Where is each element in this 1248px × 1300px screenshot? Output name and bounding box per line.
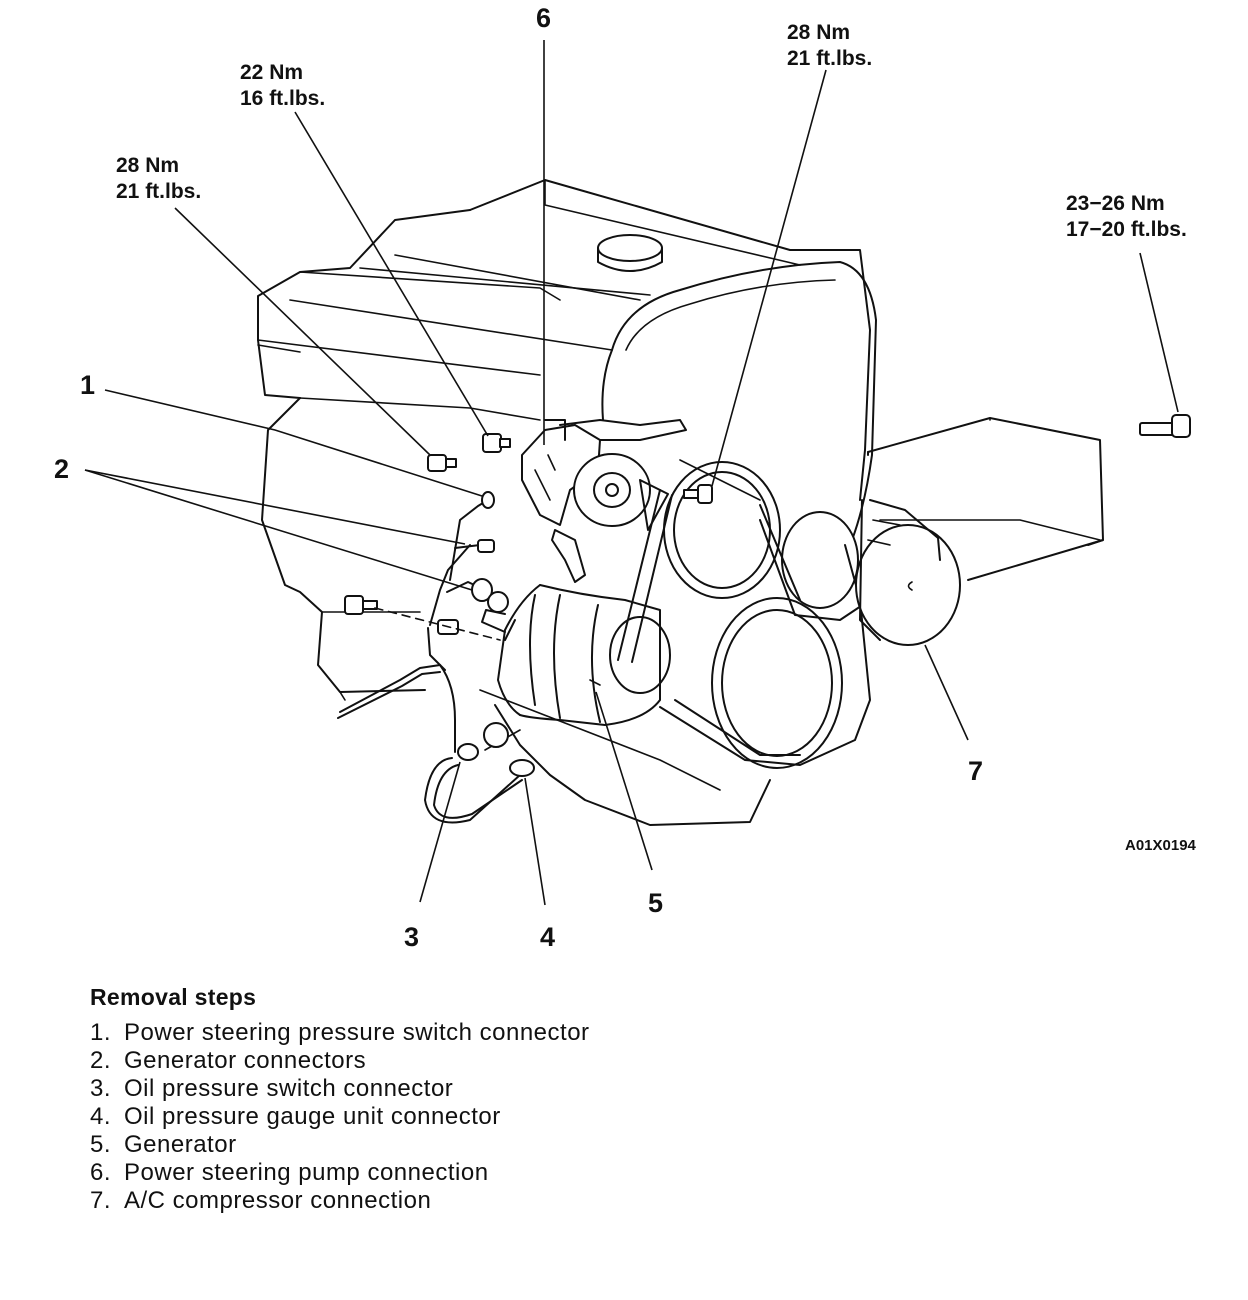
callout-7: 7 [968,756,983,786]
callout-numbers: 1 2 3 4 5 6 7 [54,3,983,952]
leader-line-torque-28-right [711,69,827,487]
timing-belt-cover [601,261,877,541]
step-number: 6. [90,1159,112,1186]
leader-line-7 [924,644,969,741]
removal-steps: Removal steps 1. Power steering pressure… [90,984,710,1215]
step-text: Generator connectors [124,1047,367,1074]
leader-line-4 [524,777,546,906]
figure-code: A01X0194 [1125,837,1197,854]
pulleys-and-belts [609,459,871,769]
power-steering-pump [521,419,687,583]
callout-3: 3 [404,922,419,952]
step-text: A/C compressor connection [124,1187,432,1214]
list-item: 1. Power steering pressure switch connec… [90,1019,710,1047]
torque-21ftlbs-left: 21 ft.lbs. [116,180,201,203]
torque-28nm-left: 28 Nm [116,154,179,177]
step-number: 4. [90,1103,112,1130]
callout-4: 4 [540,922,555,952]
step-text: Oil pressure switch connector [124,1075,454,1102]
step-text: Generator [124,1131,237,1158]
torque-21ftlbs-right: 21 ft.lbs. [787,47,872,70]
callout-5: 5 [648,888,663,918]
engine-block [257,179,871,826]
oil-filler-cap [597,234,663,272]
list-item: 7. A/C compressor connection [90,1187,710,1215]
generator [481,584,661,726]
leader-line-torque-23-26 [1139,252,1179,413]
callout-6: 6 [536,3,551,33]
removal-steps-title: Removal steps [90,984,257,1010]
leader-line-5 [595,691,653,871]
bolt-icon [427,454,457,472]
list-item: 5. Generator [90,1131,710,1159]
leader-line-3 [419,761,461,903]
bolt-icon [482,433,511,453]
leader-line-2a [84,469,466,545]
leader-lines [84,40,1179,906]
step-number: 5. [90,1131,112,1158]
list-item: 4. Oil pressure gauge unit connector [90,1103,710,1131]
ac-compressor [855,499,961,646]
bolt-icon [344,595,378,615]
step-text: Oil pressure gauge unit connector [124,1103,501,1130]
leader-line-1 [104,389,483,497]
step-text: Power steering pressure switch connector [124,1019,590,1046]
removal-steps-list: 1. Power steering pressure switch connec… [90,1019,710,1215]
leader-line-torque-28-left [174,207,431,456]
step-number: 2. [90,1047,112,1074]
wiring-harness [337,491,535,824]
step-number: 1. [90,1019,112,1046]
torque-16ftlbs: 16 ft.lbs. [240,87,325,110]
torque-23-26nm: 23−26 Nm [1066,192,1165,215]
torque-17-20ftlbs: 17−20 ft.lbs. [1066,218,1187,241]
torque-22nm: 22 Nm [240,61,303,84]
step-number: 7. [90,1187,112,1214]
list-item: 2. Generator connectors [90,1047,710,1075]
bolt-icon [683,484,713,504]
torque-labels: 28 Nm 21 ft.lbs. 22 Nm 16 ft.lbs. 28 Nm … [116,21,1187,241]
callout-1: 1 [80,370,95,400]
step-text: Power steering pump connection [124,1159,489,1186]
bolt-group [344,414,1191,641]
step-number: 3. [90,1075,112,1102]
list-item: 3. Oil pressure switch connector [90,1075,710,1103]
leader-line-torque-22 [294,111,489,437]
bolt-icon [1139,414,1191,438]
callout-2: 2 [54,454,69,484]
leader-line-2b [84,469,473,591]
list-item: 6. Power steering pump connection [90,1159,710,1187]
torque-28nm-right: 28 Nm [787,21,850,44]
ac-bracket [867,417,1104,581]
